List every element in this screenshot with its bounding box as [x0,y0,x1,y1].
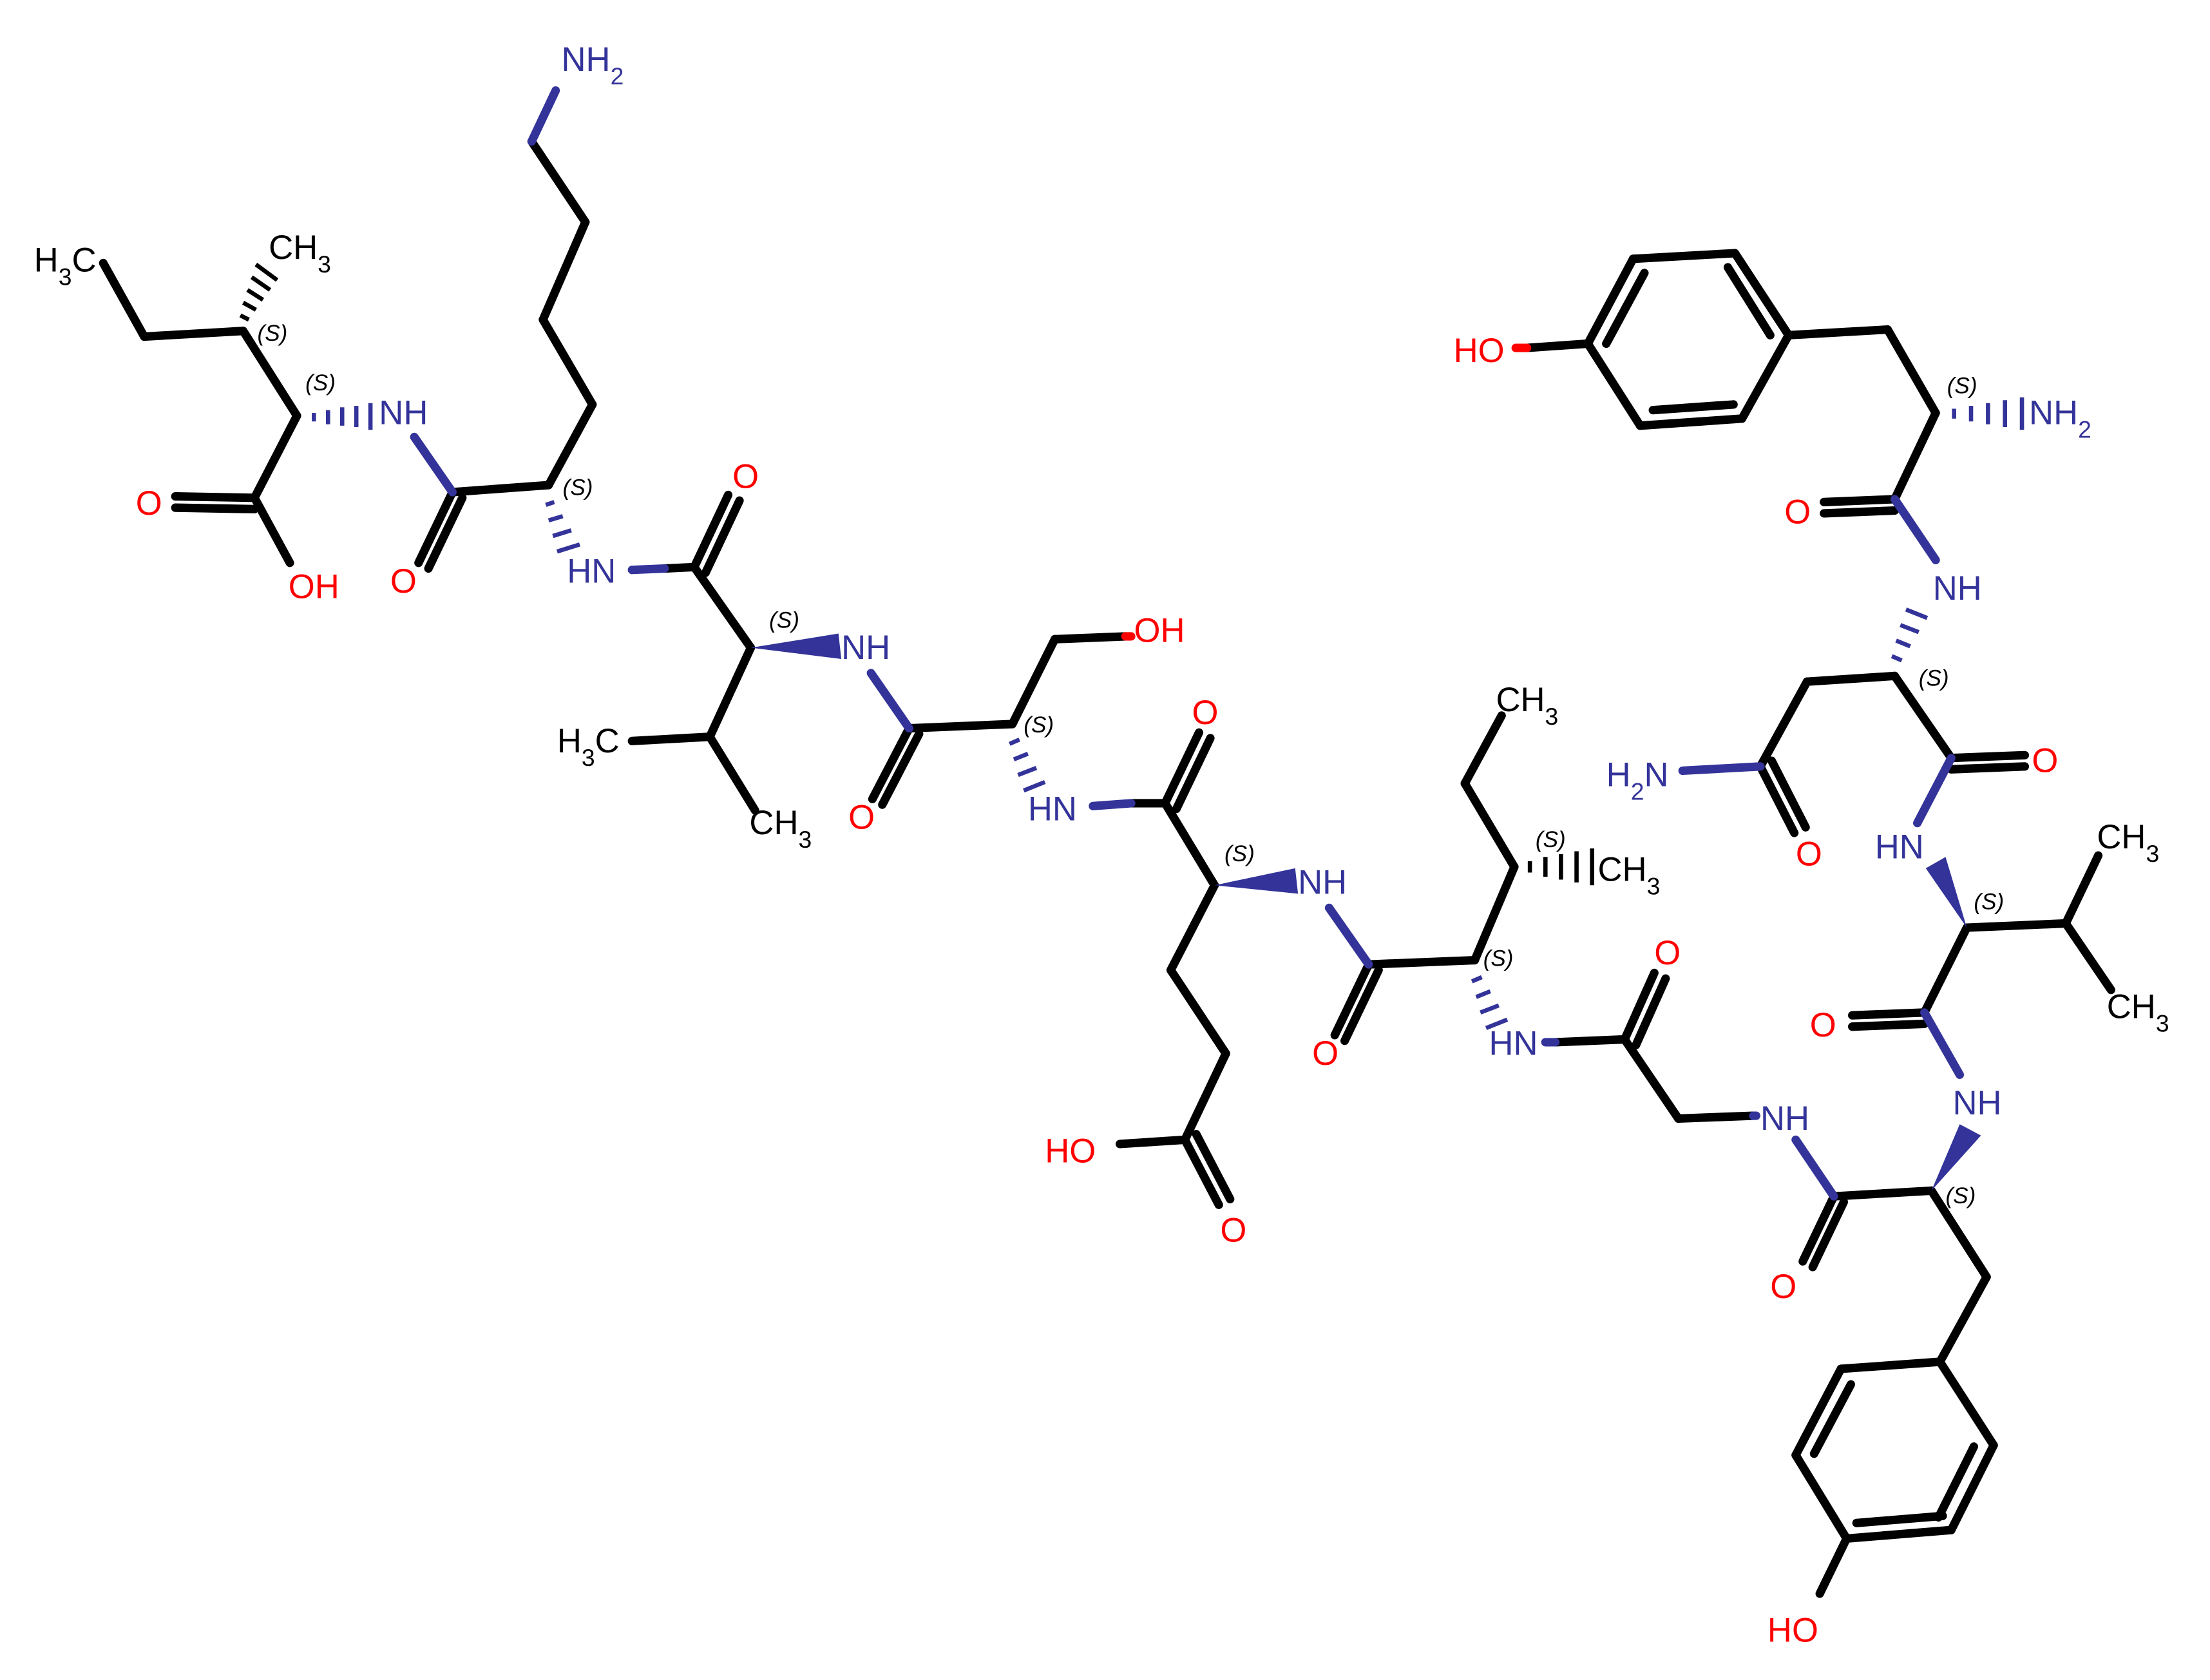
atom-oh-ser: OH [1134,612,1185,650]
stereo-label: (S) [1224,841,1255,866]
solid-wedge-val2-hn [1925,857,1967,928]
stereo-labels: (S) (S) (S) (S) (S) (S) (S) (S) (S) (S) … [258,321,2005,1208]
hashed-wedge-ser-hn [1009,738,1046,793]
atom-o-glu-amide: O [1192,694,1219,732]
atom-ch3-ile2-ethyl: CH3 [1496,681,1558,730]
stereo-label: (S) [1483,946,1514,971]
atom-hn-ser: HN [1028,790,1077,828]
hashed-wedge-ile1-methyl [239,262,279,322]
stereo-label: (S) [563,475,593,500]
hashed-wedge-tyr1-nh2 [1952,397,2024,430]
hashed-wedge-ile2-hn [1471,975,1509,1031]
atom-nh-gly: NH [1760,1100,1809,1138]
stereo-label: (S) [1919,666,1949,691]
atom-h3c-ile1-ethyl: H3C [34,242,97,291]
atom-nh2-lys: NH2 [561,41,624,90]
atom-o-gly-amide: O [1654,934,1681,972]
atom-hn-val2: HN [1875,828,1924,866]
atom-ho-glu-acid: HO [1045,1132,1096,1170]
atom-o-ser-amide: O [848,798,875,836]
atom-labels: H3C CH3 NH O OH NH2 O HN O NH H3C CH3 OH… [34,41,2169,1650]
stereo-label: (S) [1974,890,2004,915]
stereo-label: (S) [1024,712,1054,738]
hashed-wedge-ile2-methyl [1527,848,1595,886]
atom-nh-ile1: NH [379,394,428,432]
atom-h3c-val1-a: H3C [557,722,620,771]
atom-o-tyr1-amide: O [1784,493,1811,531]
atom-o-val2-amide: O [1810,1006,1836,1044]
atom-o-asn-side: O [1796,835,1822,873]
atom-nh-tyr2: NH [1952,1084,2001,1122]
atom-ch3-ile2-methyl: CH3 [1598,851,1661,900]
atom-ch3-val2-b: CH3 [2107,988,2169,1037]
atom-hn-lys: HN [567,552,616,590]
solid-wedge-glu-nh [1214,868,1299,894]
atom-o-val1-amide: O [732,457,759,495]
hashed-wedge-asn-nh [1891,607,1929,663]
atom-nh-asn: NH [1933,569,1982,607]
carbon-bonds [99,137,2115,1598]
atom-nh-val1: NH [841,629,890,667]
stereo-label: (S) [1536,827,1566,852]
solid-wedge-val1-nh [750,633,842,660]
atom-o-ile2-amide: O [1312,1035,1338,1073]
hashed-wedge-lys-hn [545,500,580,554]
stereo-bonds [239,262,2024,1191]
atom-h2n-asn-side: H2N [1606,756,1669,805]
hetero-bonds [410,86,1965,1201]
stereo-label: (S) [258,321,288,346]
atom-nh2-tyr1: NH2 [2029,394,2091,443]
hashed-wedge-ile1-nh [312,403,373,430]
stereo-label: (S) [305,370,336,396]
stereo-label: (S) [769,608,799,633]
atom-ch3-ile1-methyl: CH3 [269,229,331,278]
atom-ch3-val2-a: CH3 [2097,818,2159,867]
atom-o-ile1-acid: O [136,484,162,522]
atom-o-tyr2-amide: O [1770,1268,1796,1306]
stereo-label: (S) [1946,1183,1976,1208]
atom-oh-ile1-acid: OH [289,568,339,606]
atom-ho-tyr2: HO [1767,1612,1818,1650]
solid-wedge-tyr2-nh [1931,1124,1981,1191]
atom-o-lys-amide: O [390,562,417,600]
stereo-label: (S) [1947,373,1977,398]
atom-o-asn-amide: O [2032,742,2058,780]
atom-ho-tyr1: HO [1454,332,1505,370]
atom-nh-glu: NH [1298,863,1347,901]
atom-ch3-val1-b: CH3 [749,804,812,853]
atom-o-glu-acid: O [1220,1211,1246,1249]
atom-hn-ile2: HN [1489,1025,1538,1063]
